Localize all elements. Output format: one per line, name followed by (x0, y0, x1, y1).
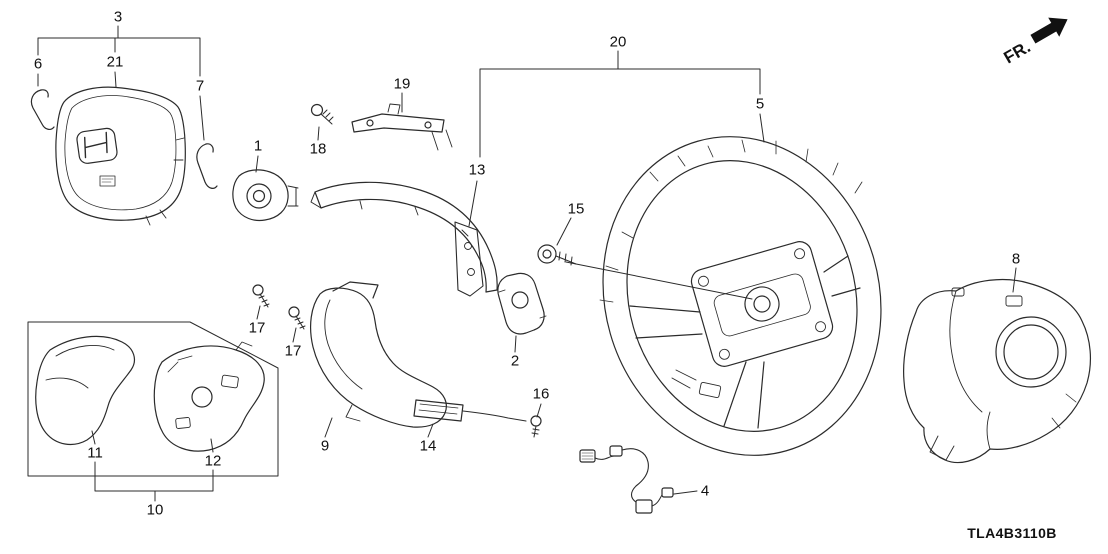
part-19-bracket (351, 103, 453, 151)
callout-17b: 17 (284, 342, 302, 360)
callout-6: 6 (33, 55, 43, 73)
part-6-clip-hook (30, 89, 55, 130)
callout-21: 21 (106, 53, 124, 71)
part-13-garnish (310, 181, 498, 297)
part-11-column-cover-upper (35, 335, 135, 446)
callout-7: 7 (195, 77, 205, 95)
callout-10: 10 (146, 501, 164, 519)
part-1-switch-assembly (232, 169, 299, 222)
callout-8: 8 (1011, 250, 1021, 268)
part-17-screw-b (288, 306, 306, 330)
callout-4: 4 (700, 482, 710, 500)
part-17-screw-a (252, 284, 270, 308)
part-21-airbag-module (55, 86, 186, 226)
callout-19: 19 (393, 75, 411, 93)
part-9-lower-cover (310, 281, 447, 428)
leader-lines (37, 25, 1017, 502)
part-12-column-cover-lower (153, 341, 265, 452)
callout-18: 18 (309, 140, 327, 158)
callout-16: 16 (532, 385, 550, 403)
fr-direction: FR. (1001, 17, 1068, 67)
callout-1: 1 (253, 137, 263, 155)
fr-label: FR. (1001, 37, 1034, 67)
callout-12: 12 (204, 452, 222, 470)
callout-14: 14 (419, 437, 437, 455)
callout-9: 9 (320, 437, 330, 455)
callout-20: 20 (609, 33, 627, 51)
part-18-screw (310, 103, 334, 125)
callout-15: 15 (567, 200, 585, 218)
callout-2: 2 (510, 352, 520, 370)
part-5-steering-wheel (599, 136, 882, 456)
callout-5: 5 (755, 95, 765, 113)
fr-arrow-icon (1030, 17, 1068, 44)
callout-17a: 17 (248, 319, 266, 337)
group-box-10 (27, 321, 279, 477)
callout-11: 11 (87, 444, 103, 462)
part-15-screw (537, 244, 577, 266)
part-4-harness (579, 445, 674, 514)
part-7-clip-hook (196, 143, 218, 189)
part-14-switch (413, 399, 527, 422)
part-16-screw (530, 415, 542, 438)
honda-logo-icon (76, 127, 118, 164)
diagram-code: TLA4B3110B (967, 525, 1057, 541)
part-2-bracket (497, 272, 547, 335)
callout-3: 3 (113, 8, 123, 26)
part-8-column-cover (903, 278, 1091, 464)
callout-13: 13 (468, 161, 486, 179)
